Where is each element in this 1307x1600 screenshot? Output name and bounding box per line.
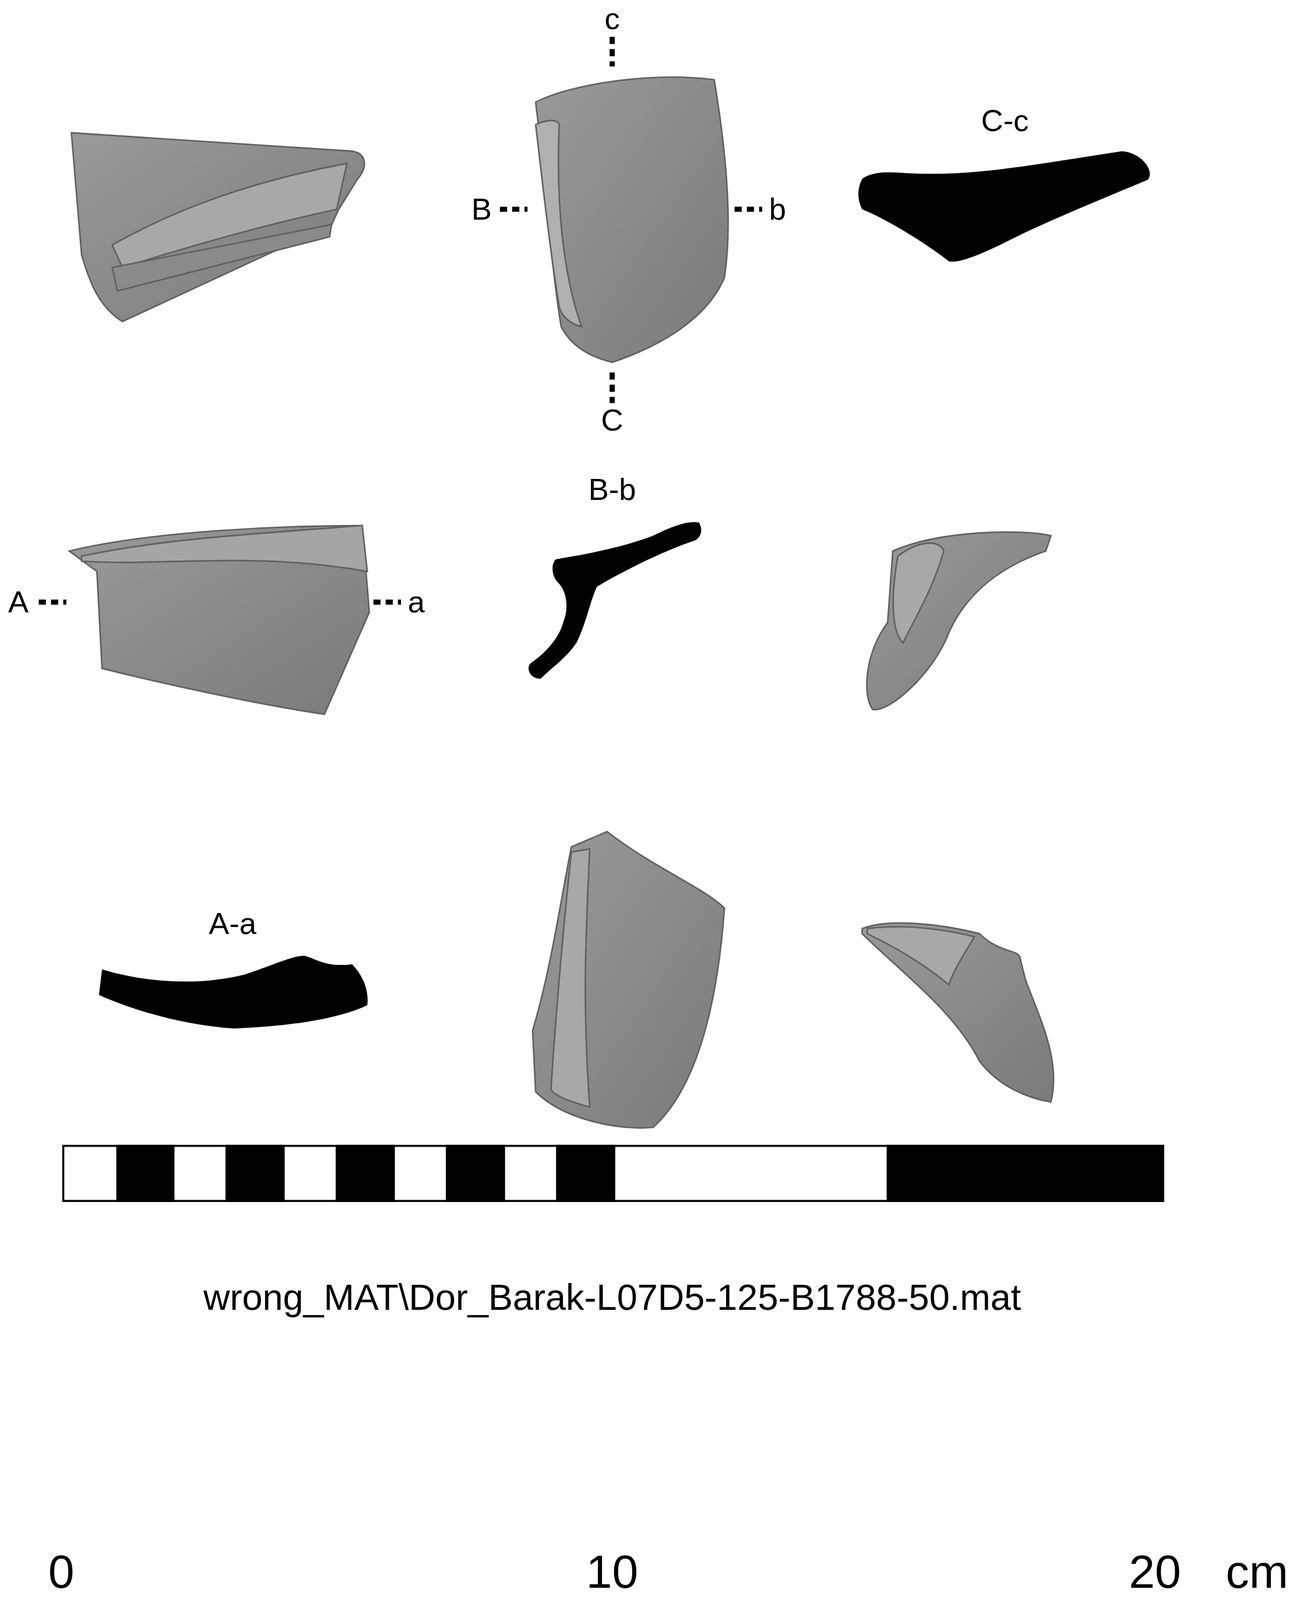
sherd-view [535,76,728,362]
scale-number: 0 [48,1547,75,1595]
section-profile [99,150,1151,1029]
section-label: B [471,194,492,225]
section-label: c [604,2,620,34]
sherd-view [71,132,365,322]
scale-number: 20 [1128,1547,1182,1595]
section-label: a [407,586,425,618]
sherd-view [69,525,370,715]
scale-unit: cm [1226,1547,1289,1595]
sherd-view [867,532,1052,710]
section-label: C-c [981,104,1030,136]
file-name: wrong_MAT\Dor_Barak-L07D5-125-B1788-50.m… [203,1279,1021,1317]
scale-number: 10 [586,1547,639,1595]
sherd-view [862,922,1055,1102]
section-label: A [8,586,29,618]
sherd-view [532,831,725,1129]
section-label: C [601,404,624,436]
section-label: b [769,194,787,225]
section-label: A-a [208,907,257,939]
section-mark [39,36,763,602]
scale-bar [63,1146,1164,1202]
section-label: B-b [588,474,637,506]
